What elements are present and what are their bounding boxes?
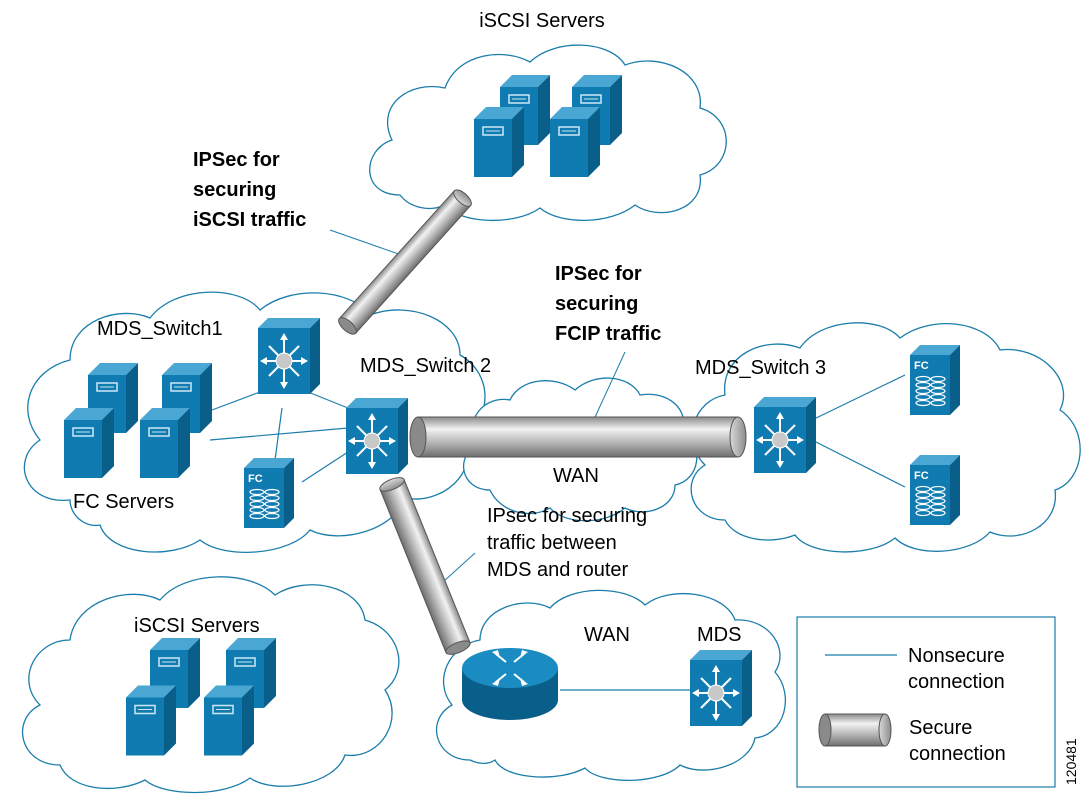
mds-bottom-icon <box>690 650 752 726</box>
mds-switch1-icon <box>258 318 320 394</box>
fc-server-icon <box>64 407 114 479</box>
iscsi-server-icon <box>550 107 600 177</box>
cloud-iscsi-bottom <box>22 576 400 794</box>
label-mds-bottom: MDS <box>697 624 741 646</box>
mds-switch2-icon <box>346 398 408 474</box>
fc-server-icon <box>140 407 190 479</box>
label-wan-center: WAN <box>553 465 599 487</box>
label-iscsi-servers-bottom: iSCSI Servers <box>134 615 260 637</box>
fc-storage-icon <box>244 458 294 528</box>
router-icon <box>462 648 558 720</box>
label-mds-switch1: MDS_Switch1 <box>97 318 223 340</box>
cloud-fc-servers <box>23 291 486 553</box>
tunnel-iscsi <box>338 189 472 335</box>
iscsi-server-icon <box>474 107 524 177</box>
legend-secure-tunnel <box>818 713 892 747</box>
label-ipsec-router: IPsec for securing traffic between MDS a… <box>487 505 653 581</box>
figure-number: 120481 <box>1063 738 1079 785</box>
cloud-mds-switch3 <box>690 322 1081 553</box>
label-ipsec-fcip: IPSec for securing FCIP traffic <box>555 263 661 345</box>
fc-storage-icon <box>909 345 961 415</box>
nonsecure-links <box>209 374 906 691</box>
iscsi-server-icon <box>204 684 254 757</box>
label-iscsi-servers-top: iSCSI Servers <box>479 10 605 32</box>
label-wan-bottom: WAN <box>584 624 630 646</box>
tunnel-fcip <box>409 416 747 458</box>
label-ipsec-iscsi: IPSec for securing iSCSI traffic <box>193 149 306 231</box>
fc-storage-icon <box>909 455 961 525</box>
mds-switch3-icon <box>754 397 816 473</box>
legend-nonsecure-label: Nonsecure connection <box>908 645 1010 693</box>
legend-secure-label: Secure connection <box>909 717 1006 765</box>
label-fc-servers: FC Servers <box>73 491 174 513</box>
label-mds-switch3: MDS_Switch 3 <box>695 357 826 379</box>
leader-lines <box>329 229 626 583</box>
iscsi-server-icon <box>126 684 176 757</box>
legend-box <box>796 616 1056 788</box>
label-mds-switch2: MDS_Switch 2 <box>360 355 491 377</box>
tunnel-router <box>379 477 471 655</box>
